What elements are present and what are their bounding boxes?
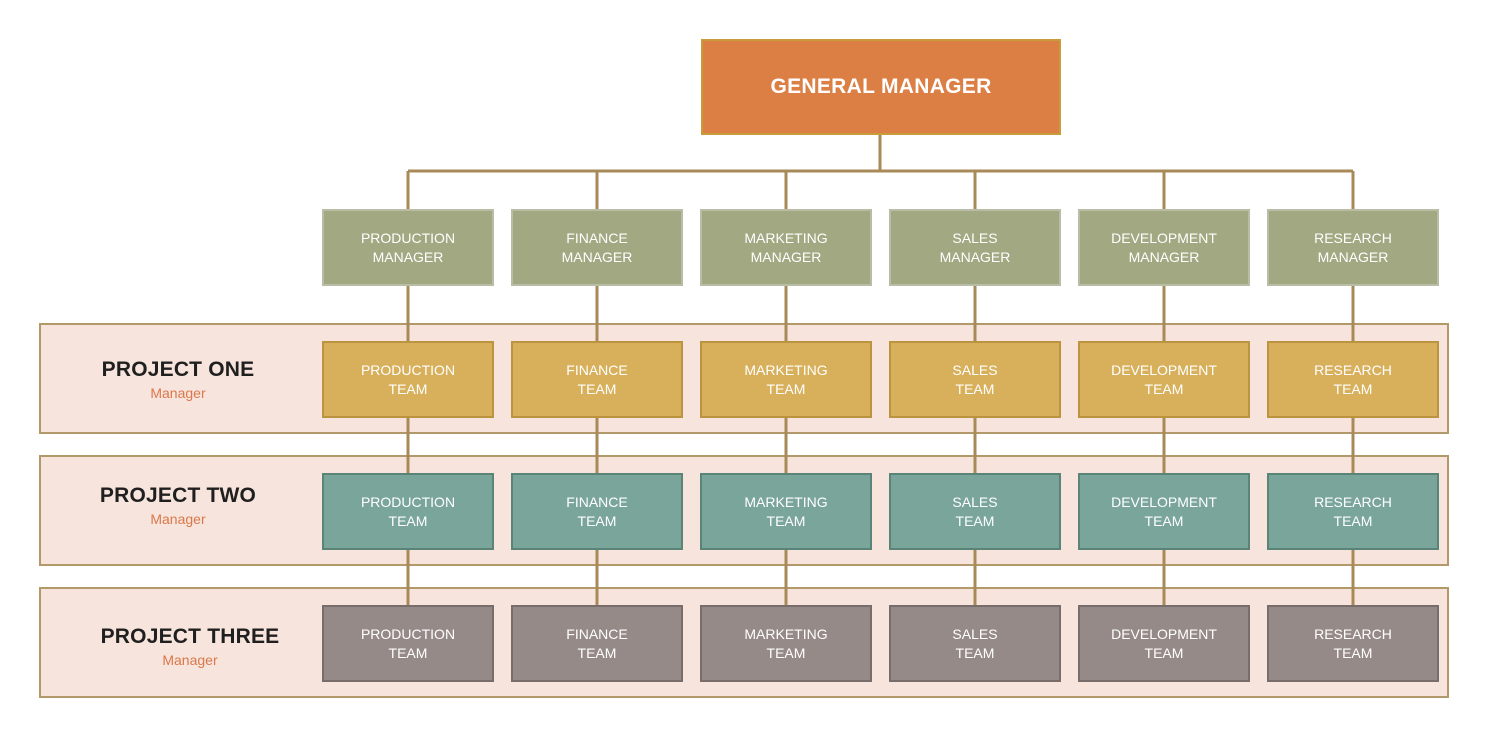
box-label-line1: SALES — [952, 229, 998, 246]
project-two-development-team-box: DEVELOPMENT TEAM — [1078, 473, 1250, 550]
box-label-line1: RESEARCH — [1314, 493, 1392, 510]
box-label-line1: MARKETING — [744, 625, 828, 642]
project-three-development-team-box: DEVELOPMENT TEAM — [1078, 605, 1250, 682]
box-label-line2: MANAGER — [1317, 248, 1389, 265]
project-title: PROJECT TWO — [99, 484, 257, 507]
project-three-label: PROJECT THREE Manager — [78, 625, 302, 668]
sales-manager-box: SALES MANAGER — [889, 209, 1061, 286]
finance-manager-box: FINANCE MANAGER — [511, 209, 683, 286]
box-label-line2: TEAM — [1144, 644, 1184, 661]
box-label-line1: DEVELOPMENT — [1111, 361, 1217, 378]
box-label-line2: MANAGER — [939, 248, 1011, 265]
box-label-line2: MANAGER — [561, 248, 633, 265]
box-label-line1: SALES — [952, 625, 998, 642]
box-label-line1: FINANCE — [566, 493, 628, 510]
box-label-line2: TEAM — [388, 512, 428, 529]
box-label-line2: TEAM — [1144, 380, 1184, 397]
marketing-manager-box: MARKETING MANAGER — [700, 209, 872, 286]
box-label-line2: TEAM — [1333, 380, 1373, 397]
box-label-line2: MANAGER — [1128, 248, 1200, 265]
project-one-marketing-team-box: MARKETING TEAM — [700, 341, 872, 418]
project-one-finance-team-box: FINANCE TEAM — [511, 341, 683, 418]
project-two-research-team-box: RESEARCH TEAM — [1267, 473, 1439, 550]
box-label-line2: TEAM — [388, 644, 428, 661]
project-three-production-team-box: PRODUCTION TEAM — [322, 605, 494, 682]
project-two-marketing-team-box: MARKETING TEAM — [700, 473, 872, 550]
project-one-sales-team-box: SALES TEAM — [889, 341, 1061, 418]
project-two-label: PROJECT TWO Manager — [78, 484, 278, 527]
project-three-finance-team-box: FINANCE TEAM — [511, 605, 683, 682]
project-two-finance-team-box: FINANCE TEAM — [511, 473, 683, 550]
research-manager-box: RESEARCH MANAGER — [1267, 209, 1439, 286]
general-manager-box: GENERAL MANAGER — [701, 39, 1061, 135]
box-label-line2: TEAM — [766, 380, 806, 397]
box-label-line2: TEAM — [577, 644, 617, 661]
project-title: PROJECT THREE — [100, 625, 280, 648]
project-one-development-team-box: DEVELOPMENT TEAM — [1078, 341, 1250, 418]
box-label-line2: TEAM — [1333, 512, 1373, 529]
box-label-line2: TEAM — [955, 512, 995, 529]
box-label-line2: TEAM — [388, 380, 428, 397]
box-label-line2: TEAM — [577, 512, 617, 529]
development-manager-box: DEVELOPMENT MANAGER — [1078, 209, 1250, 286]
box-label-line2: MANAGER — [372, 248, 444, 265]
box-label-line2: TEAM — [577, 380, 617, 397]
project-three-sales-team-box: SALES TEAM — [889, 605, 1061, 682]
project-one-production-team-box: PRODUCTION TEAM — [322, 341, 494, 418]
box-label-line1: MARKETING — [744, 361, 828, 378]
box-label-line1: RESEARCH — [1314, 361, 1392, 378]
box-label-line1: FINANCE — [566, 625, 628, 642]
box-label-line1: RESEARCH — [1314, 625, 1392, 642]
box-label-line2: TEAM — [1333, 644, 1373, 661]
project-subtitle: Manager — [150, 511, 206, 527]
box-label-line2: TEAM — [955, 380, 995, 397]
box-label-line1: SALES — [952, 493, 998, 510]
box-label-line1: PRODUCTION — [360, 361, 456, 378]
box-label-line2: TEAM — [955, 644, 995, 661]
project-one-label: PROJECT ONE Manager — [78, 358, 278, 401]
project-three-marketing-team-box: MARKETING TEAM — [700, 605, 872, 682]
project-subtitle: Manager — [162, 652, 218, 668]
project-two-production-team-box: PRODUCTION TEAM — [322, 473, 494, 550]
box-label-line1: MARKETING — [744, 493, 828, 510]
box-label-line1: DEVELOPMENT — [1111, 625, 1217, 642]
box-label-line2: TEAM — [766, 644, 806, 661]
box-label-line1: MARKETING — [744, 229, 828, 246]
box-label-line2: TEAM — [766, 512, 806, 529]
box-label-line1: FINANCE — [566, 229, 628, 246]
box-label-line2: MANAGER — [750, 248, 822, 265]
box-label-line1: PRODUCTION — [360, 229, 456, 246]
box-label-line1: FINANCE — [566, 361, 628, 378]
box-label-line1: PRODUCTION — [360, 493, 456, 510]
box-label-line2: TEAM — [1144, 512, 1184, 529]
project-subtitle: Manager — [150, 385, 206, 401]
box-label-line1: SALES — [952, 361, 998, 378]
box-label-line1: RESEARCH — [1314, 229, 1392, 246]
project-three-research-team-box: RESEARCH TEAM — [1267, 605, 1439, 682]
production-manager-box: PRODUCTION MANAGER — [322, 209, 494, 286]
general-manager-label: GENERAL MANAGER — [770, 75, 992, 98]
box-label-line1: DEVELOPMENT — [1111, 493, 1217, 510]
project-title: PROJECT ONE — [101, 358, 255, 381]
box-label-line1: DEVELOPMENT — [1111, 229, 1217, 246]
project-two-sales-team-box: SALES TEAM — [889, 473, 1061, 550]
box-label-line1: PRODUCTION — [360, 625, 456, 642]
project-one-research-team-box: RESEARCH TEAM — [1267, 341, 1439, 418]
